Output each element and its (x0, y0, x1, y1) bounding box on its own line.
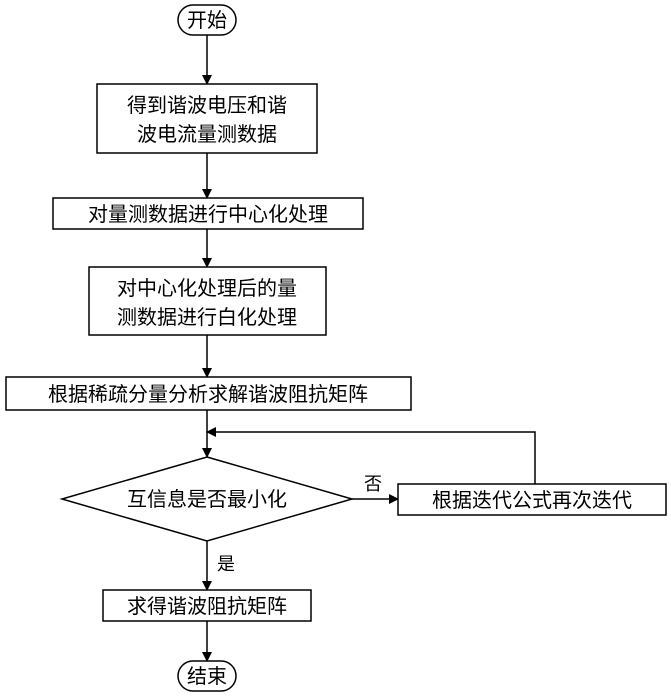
yes-label: 是 (217, 554, 235, 575)
step-acquire-data-line1: 得到谐波电压和谐 (127, 93, 287, 117)
step-result-label: 求得谐波阻抗矩阵 (127, 594, 287, 618)
step-sca-solve: 根据稀疏分量分析求解谐波阻抗矩阵 (6, 377, 411, 410)
step-whitening-line1: 对中心化处理后的量 (117, 276, 297, 300)
step-iterate-label: 根据迭代公式再次迭代 (432, 488, 632, 512)
step-whitening: 对中心化处理后的量 测数据进行白化处理 (89, 267, 326, 335)
decision-mutual-info-label: 互信息是否最小化 (127, 487, 287, 511)
step-centering: 对量测数据进行中心化处理 (53, 198, 363, 229)
step-centering-label: 对量测数据进行中心化处理 (88, 202, 328, 226)
step-result: 求得谐波阻抗矩阵 (103, 590, 311, 621)
step-acquire-data-line2: 波电流量测数据 (137, 122, 277, 146)
decision-mutual-info: 互信息是否最小化 (62, 457, 352, 541)
step-acquire-data: 得到谐波电压和谐 波电流量测数据 (97, 84, 317, 153)
start-label: 开始 (187, 8, 227, 32)
step-sca-solve-label: 根据稀疏分量分析求解谐波阻抗矩阵 (48, 382, 368, 406)
start-node: 开始 (178, 5, 236, 35)
no-label: 否 (364, 474, 382, 495)
step-iterate: 根据迭代公式再次迭代 (398, 484, 666, 515)
end-node: 结束 (178, 661, 236, 691)
step-whitening-line2: 测数据进行白化处理 (117, 305, 297, 329)
end-label: 结束 (187, 664, 227, 688)
